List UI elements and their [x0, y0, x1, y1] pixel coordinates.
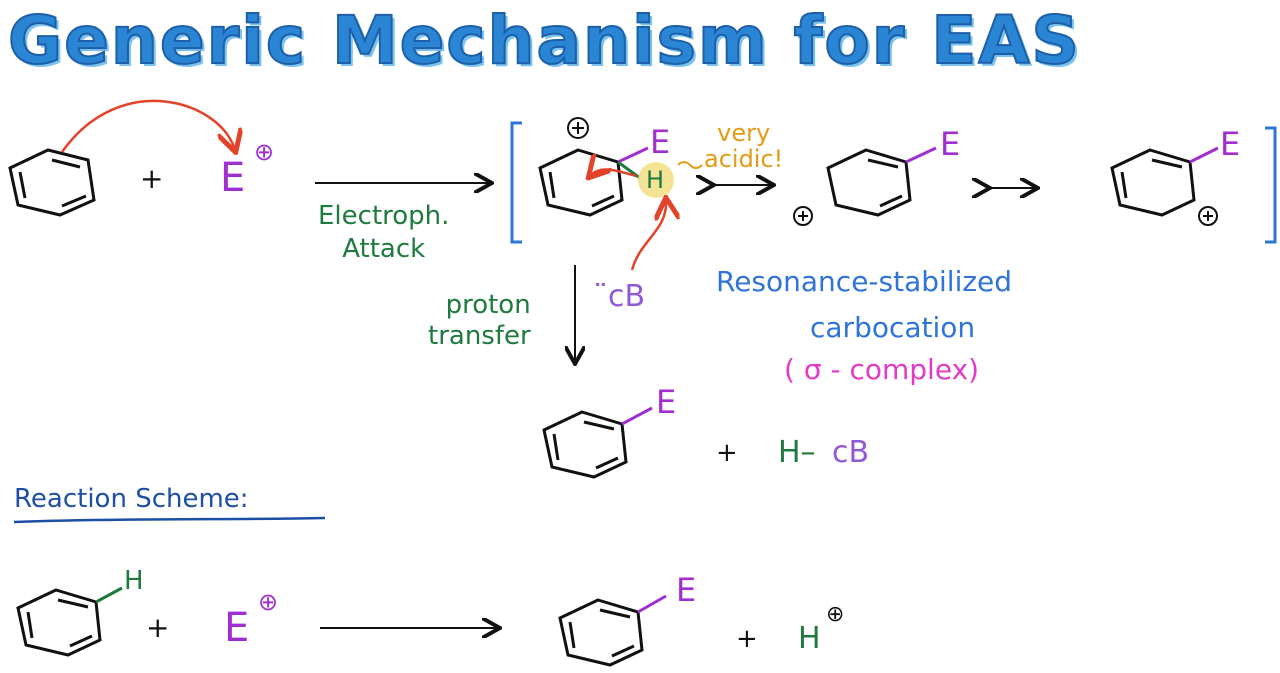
sigma-complex-structure-3 [1110, 148, 1196, 217]
plus-sign: + [140, 162, 164, 195]
attack-curved-arrow [60, 99, 235, 152]
scheme-benzene-product [558, 598, 644, 667]
electrophile-charge: ⊕ [254, 138, 275, 166]
scheme-proton-charge: ⊕ [826, 602, 845, 627]
scheme-electrophile-charge: ⊕ [258, 588, 279, 616]
sigma-3-e-label: E [1220, 125, 1241, 163]
resonance-caption: Resonance-stabilized [716, 265, 1013, 298]
scheme-h-label: H [124, 566, 144, 596]
hcb-h-label: H– [778, 435, 816, 470]
acidic-h-label: H [646, 166, 665, 194]
scheme-benzene-reactant [16, 588, 102, 657]
page-title: Generic Mechanism for EAS [7, 2, 1081, 79]
acidic-h-highlight [638, 162, 674, 198]
electrophile-label: E [220, 155, 246, 201]
electrophilic-attack-label: Electroph. Attack [318, 201, 450, 264]
resonance-bracket-right [1265, 126, 1277, 244]
hcb-b-label: cB [832, 435, 870, 470]
substituted-benzene-product [542, 410, 628, 479]
sigma-1-e-label: E [650, 123, 671, 161]
scheme-plus-sign: + [146, 611, 170, 644]
product-e-label: E [656, 383, 677, 421]
scheme-product-plus-sign: + [736, 624, 758, 654]
reaction-scheme-heading: Reaction Scheme: [14, 484, 249, 514]
product-plus-sign: + [716, 438, 738, 468]
scheme-proton-label: H [798, 621, 821, 656]
proton-transfer-label: proton transfer [428, 290, 531, 352]
sigma-complex-caption: ( σ - complex) [784, 353, 980, 386]
sigma-complex-structure-2 [826, 148, 912, 217]
benzene-reactant [8, 148, 96, 217]
resonance-bracket-left [510, 121, 522, 244]
reaction-scheme-underline [13, 516, 326, 524]
base-label: ̈cB [608, 279, 646, 314]
sigma-2-e-label: E [940, 125, 961, 163]
scheme-product-e-label: E [676, 571, 697, 609]
very-acidic-note: very acidic! [704, 119, 784, 174]
carbocation-caption: carbocation [810, 311, 976, 344]
sigma-complex-structure-1 [538, 148, 624, 217]
scheme-electrophile-label: E [224, 605, 250, 651]
